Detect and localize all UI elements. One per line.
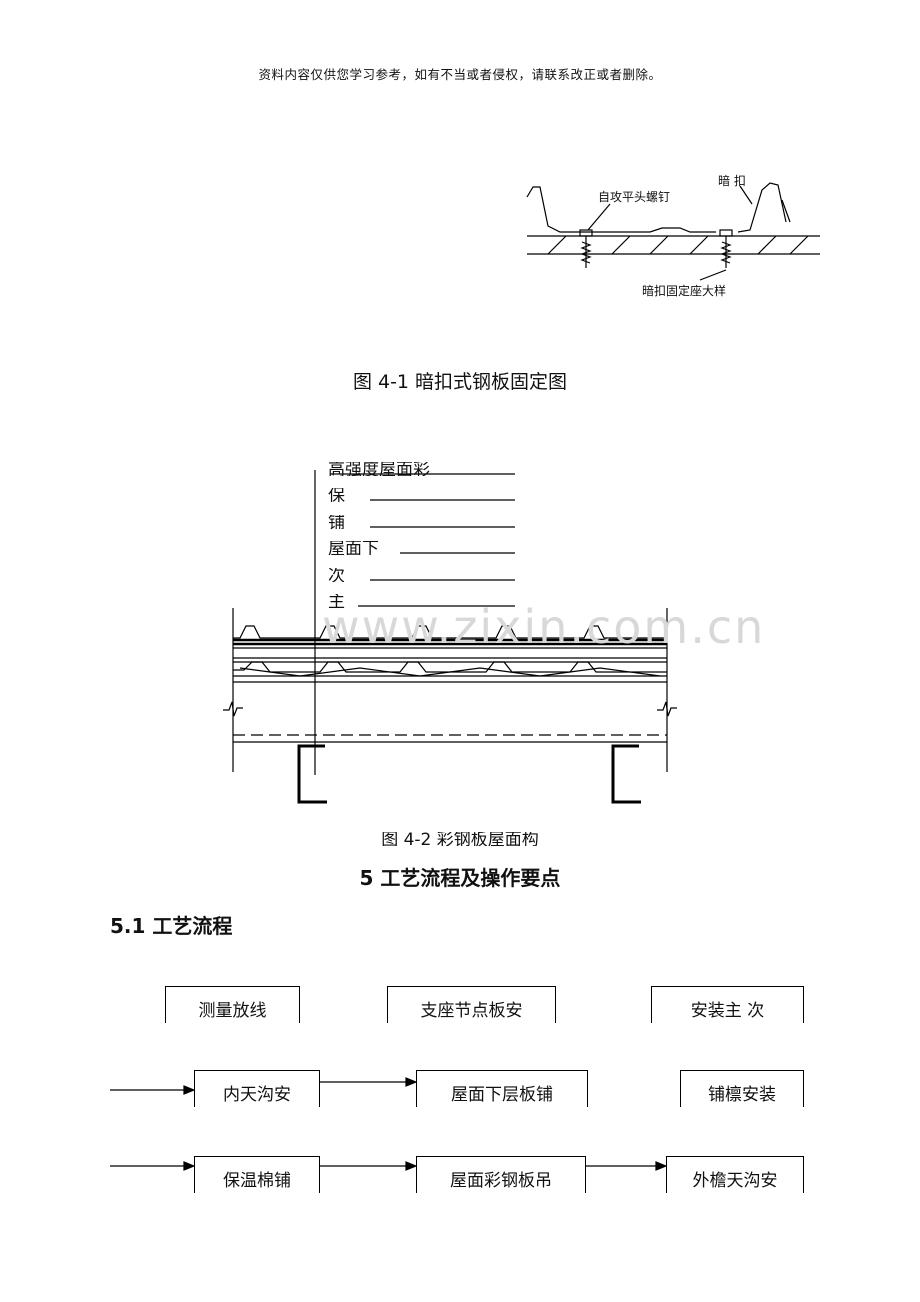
flow-step-inner-gutter: 内天沟安: [194, 1070, 320, 1107]
layer-label-mesh: 铺: [328, 515, 345, 529]
layer-label-main-purlin: 主: [328, 594, 345, 608]
layer-label-lower-panel: 屋面下: [328, 541, 379, 555]
subsection-title: 5.1 工艺流程: [110, 914, 233, 938]
flow-step-roof-panel-lift: 屋面彩钢板吊: [416, 1156, 586, 1193]
flow-step-insulation: 保温棉铺: [194, 1156, 320, 1193]
flow-step-purlin-install: 铺檩安装: [680, 1070, 804, 1107]
label-hidden-buckle: 暗 扣: [718, 174, 746, 188]
watermark: www.zixin.com.cn: [322, 600, 766, 654]
flow-step-support-plate: 支座节点板安: [387, 986, 556, 1023]
flow-step-survey: 测量放线: [165, 986, 300, 1023]
section-title: 5 工艺流程及操作要点: [359, 866, 561, 890]
layer-label-insulation: 保: [328, 488, 345, 502]
flow-step-outer-gutter: 外檐天沟安: [666, 1156, 804, 1193]
flow-step-install-purlins: 安装主 次: [651, 986, 804, 1023]
label-self-tapping-screw: 自攻平头螺钉: [598, 190, 671, 204]
label-fixing-seat-detail: 暗扣固定座大样: [642, 284, 727, 298]
figure-4-1-caption: 图 4-1 暗扣式钢板固定图: [352, 371, 568, 393]
layer-label-roof-panel: 高强度屋面彩: [328, 462, 430, 476]
layer-label-secondary-purlin: 次: [328, 568, 345, 582]
figure-4-2-caption: 图 4-2 彩钢板屋面构: [381, 832, 539, 846]
flow-step-lower-panel: 屋面下层板铺: [416, 1070, 588, 1107]
header-disclaimer: 资料内容仅供您学习参考，如有不当或者侵权，请联系改正或者删除。: [258, 67, 662, 82]
